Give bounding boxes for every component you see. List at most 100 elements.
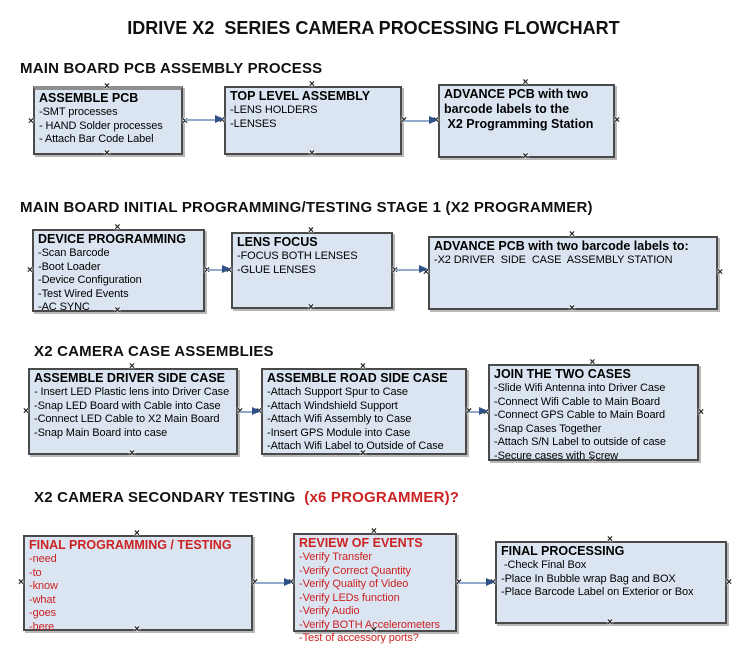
arrow-head-icon	[215, 115, 224, 123]
section-header-accent: (x6 PROGRAMMER)?	[299, 489, 460, 506]
box-item: -Snap LED Board with Cable into Case	[34, 399, 221, 412]
arrow-line	[255, 581, 286, 584]
box-item: -goes	[29, 607, 57, 619]
arrow-line	[240, 410, 254, 413]
page-title: IDRIVE X2 SERIES CAMERA PROCESSING FLOWC…	[127, 18, 620, 38]
arrow-head-icon	[429, 116, 438, 124]
box-item: -Place In Bubble wrap Bag and BOX	[501, 572, 676, 585]
flow-arrow	[207, 265, 231, 274]
section-header-text: X2 CAMERA CASE ASSEMBLIES	[34, 343, 274, 360]
box-item: -know	[29, 580, 58, 592]
flow-arrow	[185, 115, 224, 124]
flow-arrow	[395, 265, 428, 274]
anchor-icon: ×	[607, 534, 613, 545]
anchor-icon: ×	[726, 576, 732, 588]
box-item: -GLUE LENSES	[237, 263, 316, 276]
flow-box-final-processing: × × × × FINAL PROCESSING -Check Final Bo…	[490, 535, 732, 628]
arrow-line	[459, 581, 488, 584]
box-item: -Attach Wifi Label to Outside of Case	[267, 440, 444, 452]
flow-arrow	[459, 578, 495, 587]
box-title: REVIEW OF EVENTS	[299, 536, 423, 550]
box-item: -Test of accessory ports?	[299, 632, 419, 644]
flow-box-device-programming: × × × × DEVICE PROGRAMMING -Scan Barcode…	[27, 223, 210, 316]
box-item: -Verify Transfer	[299, 551, 372, 563]
box-item: -Slide Wifi Antenna into Driver Case	[494, 382, 666, 394]
flow-box-assemble-road-side-case: × × × × ASSEMBLE ROAD SIDE CASE -Attach …	[256, 362, 472, 459]
box-item: -Insert GPS Module into Case	[267, 426, 411, 439]
anchor-icon: ×	[614, 115, 620, 126]
flow-arrow	[469, 407, 488, 416]
box-item: -Verify Quality of Video	[299, 578, 409, 590]
section-header-text: MAIN BOARD INITIAL PROGRAMMING/TESTING S…	[20, 199, 593, 216]
box-item: -Attach Windshield Support	[267, 399, 398, 412]
flow-box-assemble-pcb: × × × × ASSEMBLE PCB -SMT processes - HA…	[28, 81, 188, 159]
anchor-icon: ×	[308, 302, 314, 313]
box-item: -to	[29, 566, 42, 579]
anchor-icon: ×	[589, 357, 596, 368]
box-item: -Check Final Box	[501, 559, 587, 571]
anchor-icon: ×	[309, 79, 315, 90]
section-header-secondary-testing: X2 CAMERA SECONDARY TESTING (x6 PROGRAMM…	[34, 489, 459, 506]
section-header-case-assemblies: X2 CAMERA CASE ASSEMBLIES	[34, 343, 274, 360]
box-item: - Attach Bar Code Label	[39, 133, 154, 145]
anchor-icon: ×	[569, 303, 575, 314]
box-item: -Verify Audio	[299, 605, 360, 617]
box-item: -Attach Wifi Assembly to Case	[267, 413, 412, 425]
box-item: - Insert LED Plastic lens into Driver Ca…	[34, 386, 230, 398]
anchor-icon: ×	[28, 115, 34, 127]
box-item: -AC SYNC	[38, 301, 90, 313]
box-title: FINAL PROGRAMMING / TESTING	[29, 538, 232, 552]
anchor-icon: ×	[569, 229, 575, 240]
flow-box-top-level-assembly: × × × × TOP LEVEL ASSEMBLY -LENS HOLDERS…	[219, 80, 407, 159]
box-item: -Verify LEDs function	[299, 591, 400, 604]
box-title: FINAL PROCESSING	[501, 544, 625, 558]
box-item: -X2 DRIVER SIDE CASE ASSEMBLY STATION	[434, 254, 673, 266]
flow-box-advance-pcb-programming-station: × × × × ADVANCE PCB with two barcode lab…	[433, 78, 620, 162]
arrow-head-icon	[252, 407, 261, 415]
flow-box-review-of-events: × × × × REVIEW OF EVENTS -Verify Transfe…	[288, 527, 462, 645]
box-title: ASSEMBLE PCB	[39, 91, 139, 105]
box-item: -Verify BOTH Accelerometers	[299, 618, 440, 631]
flow-box-advance-pcb-driver-side-station: × × × × ADVANCE PCB with two barcode lab…	[423, 230, 723, 314]
arrow-head-icon	[222, 265, 231, 273]
box-item: -here	[29, 620, 55, 633]
box-item: -Scan Barcode	[38, 247, 110, 259]
box-item: -Connect Wifi Cable to Main Board	[494, 395, 661, 408]
anchor-icon: ×	[104, 81, 110, 92]
box-item: -need	[29, 553, 57, 565]
flow-box-join-the-two-cases: × × × × JOIN THE TWO CASES -Slide Wifi A…	[483, 358, 704, 465]
section-header-pcb-assembly: MAIN BOARD PCB ASSEMBLY PROCESS	[20, 60, 322, 77]
anchor-icon: ×	[23, 405, 29, 417]
flow-box-assemble-driver-side-case: × × × × ASSEMBLE DRIVER SIDE CASE - Inse…	[23, 362, 243, 459]
anchor-icon: ×	[104, 148, 110, 159]
arrow-line	[469, 410, 481, 413]
flow-box-final-programming-testing: × × × × FINAL PROGRAMMING / TESTING -nee…	[18, 529, 258, 635]
box-item: -Snap Cases Together	[494, 422, 602, 435]
box-item: -Test Wired Events	[38, 287, 129, 300]
section-header-initial-programming: MAIN BOARD INITIAL PROGRAMMING/TESTING S…	[20, 199, 593, 216]
box-title: ADVANCE PCB with two barcode labels to:	[434, 239, 689, 253]
anchor-icon: ×	[717, 267, 723, 278]
arrow-head-icon	[419, 265, 428, 273]
flow-box-lens-focus: × × × × LENS FOCUS -FOCUS BOTH LENSES -G…	[226, 226, 398, 313]
box-item: -Connect GPS Cable to Main Board	[494, 409, 666, 421]
anchor-icon: ×	[371, 526, 377, 537]
box-item: -Secure cases with Screw	[494, 449, 619, 462]
section-header-text: MAIN BOARD PCB ASSEMBLY PROCESS	[20, 60, 323, 77]
arrow-head-icon	[284, 578, 293, 586]
anchor-icon: ×	[114, 222, 121, 233]
box-item: -FOCUS BOTH LENSES	[237, 250, 358, 262]
box-item: -Attach Support Spur to Case	[267, 386, 408, 398]
box-item: -SMT processes	[39, 106, 118, 118]
anchor-icon: ×	[129, 361, 135, 372]
box-item: -what	[29, 593, 56, 606]
anchor-icon: ×	[27, 264, 33, 276]
flow-arrow	[240, 407, 261, 416]
flow-arrow	[255, 578, 293, 587]
box-item: -Connect LED Cable to X2 Main Board	[34, 413, 220, 425]
box-item: -Place Barcode Label on Exterior or Box	[501, 586, 694, 598]
box-title: ASSEMBLE DRIVER SIDE CASE	[34, 371, 226, 385]
arrow-line	[395, 268, 421, 271]
box-title: ADVANCE PCB with two barcode labels to t…	[444, 87, 594, 131]
box-item: -Snap Main Board into case	[34, 426, 168, 439]
